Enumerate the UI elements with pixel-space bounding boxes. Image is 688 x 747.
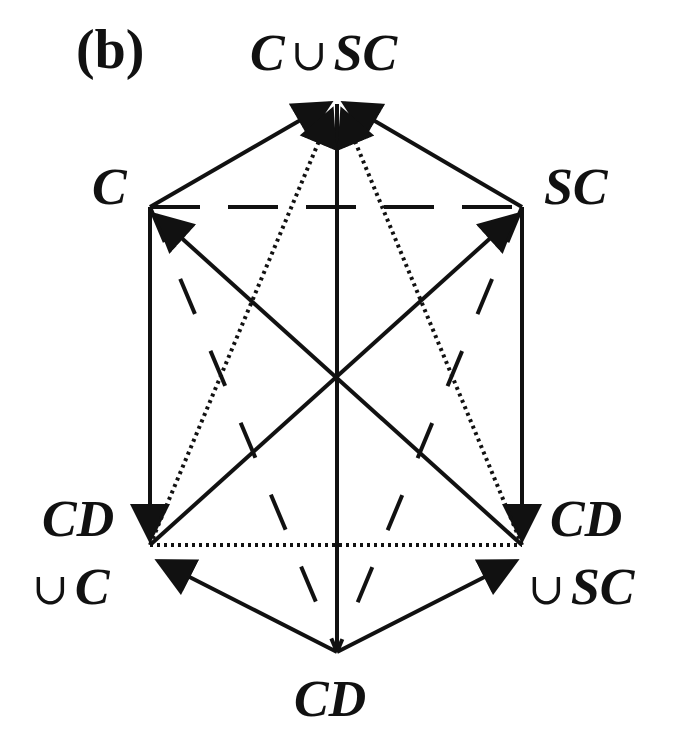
node-label-top-prefix: C <box>250 25 285 82</box>
node-label-sc-suffix: SC <box>570 559 635 616</box>
union-symbol: ∪ <box>528 564 565 615</box>
edge-bottom-to-cdc <box>154 559 338 654</box>
dotted-edge-cdc-to-top <box>148 106 337 546</box>
node-label-top: C∪SC <box>250 28 397 80</box>
node-label-cd-union-c: ∪C <box>32 562 110 614</box>
node-label-top-suffix: SC <box>333 25 398 82</box>
node-label-bottom-cd: CD <box>294 671 367 728</box>
node-label-cd-line-right: CD <box>550 491 623 548</box>
edge-cdsc-to-c <box>153 212 524 547</box>
dashed-edge-sc-bottom <box>335 206 524 653</box>
panel-label: (b) <box>76 19 145 81</box>
edge-c-to-top <box>148 100 334 209</box>
node-label-c: C <box>92 159 127 216</box>
edge-bottom-to-cdsc <box>336 559 520 654</box>
node-label-cd-union-sc: ∪SC <box>528 562 634 614</box>
edge-sc-to-top <box>340 100 524 209</box>
node-label-sc: SC <box>544 159 608 216</box>
dotted-edge-cdsc-to-top <box>337 106 524 546</box>
node-label-cd-line: CD <box>42 491 115 548</box>
node-label-c-suffix: C <box>74 559 110 616</box>
dashed-edge-c-bottom <box>148 206 339 653</box>
edge-cdc-to-sc <box>148 212 519 547</box>
union-symbol: ∪ <box>32 564 69 615</box>
union-symbol: ∪ <box>290 30 328 81</box>
